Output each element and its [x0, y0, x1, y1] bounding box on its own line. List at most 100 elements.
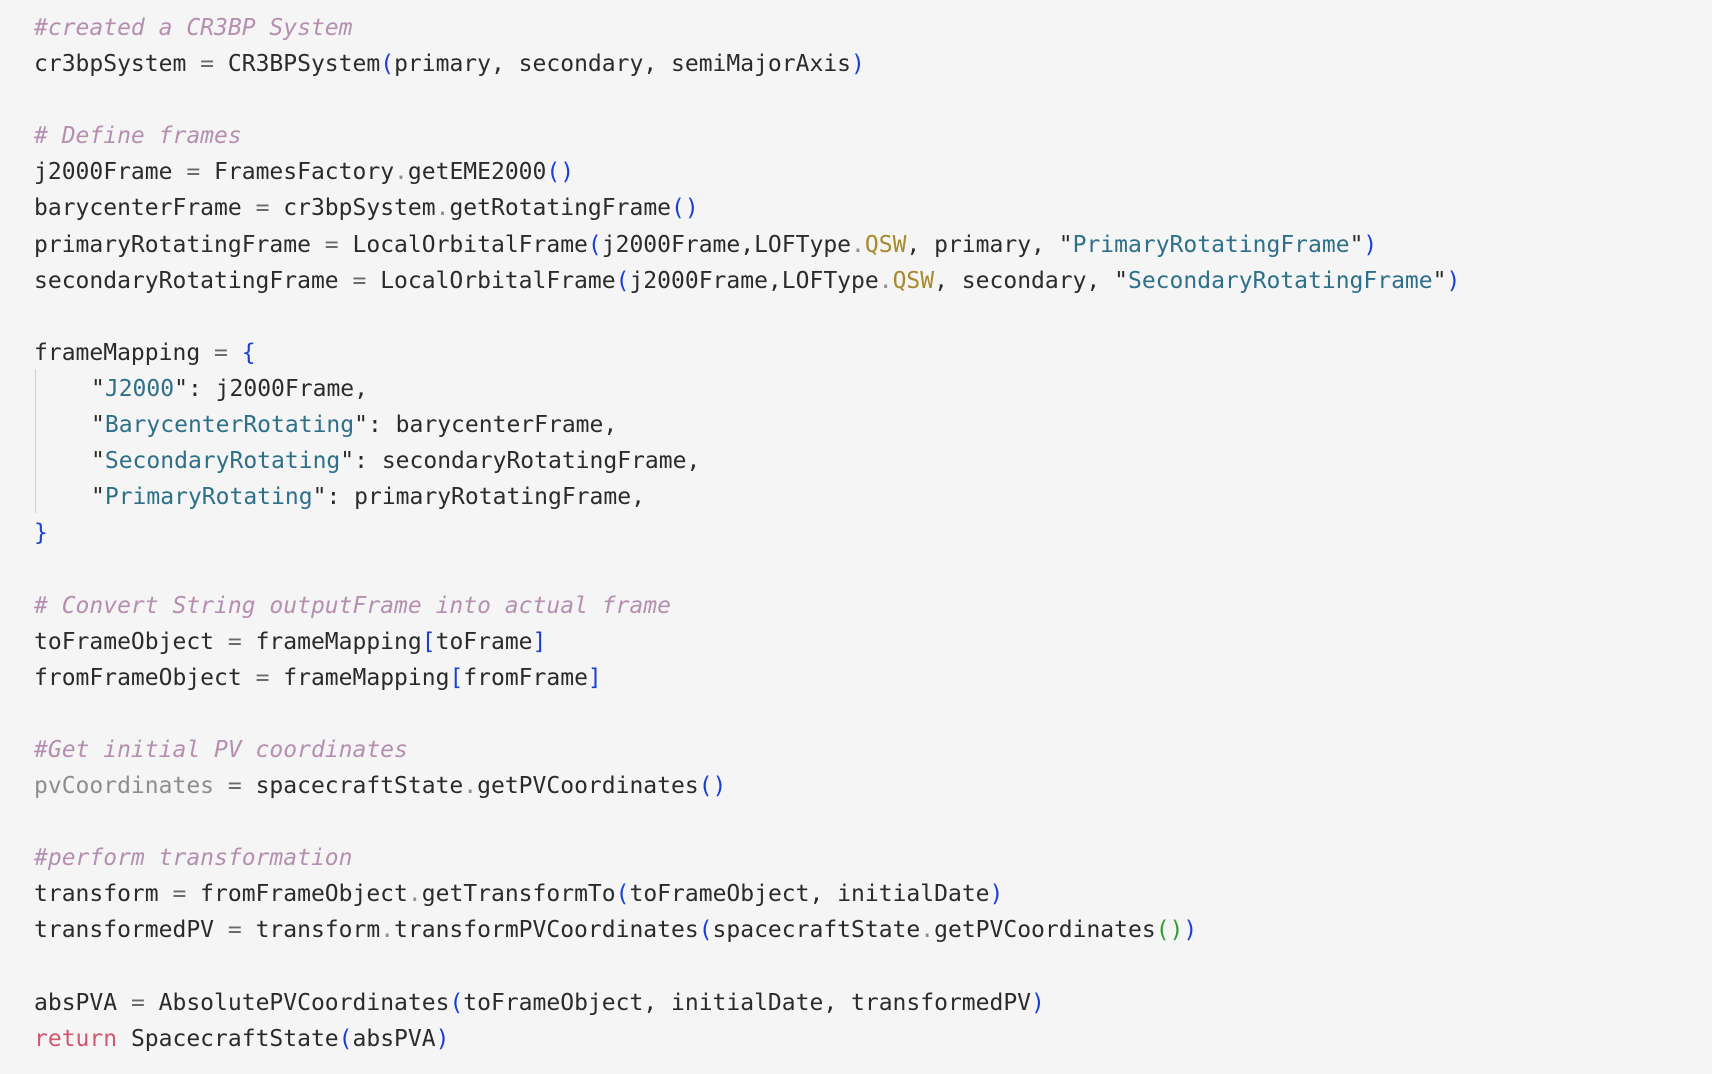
- code-quote: ": [1114, 267, 1128, 294]
- code-string: SecondaryRotating: [104, 448, 341, 475]
- code-operator: =: [241, 664, 284, 691]
- code-identifier: spacecraftState: [712, 917, 921, 944]
- code-arguments: toFrameObject, initialDate, transformedP…: [463, 989, 1032, 1016]
- code-identifier: barycenterFrame: [34, 195, 242, 222]
- code-line: pvCoordinates = spacecraftState.getPVCoo…: [34, 768, 1712, 804]
- code-line: #Get initial PV coordinates: [34, 732, 1712, 768]
- code-method: transformPVCoordinates: [394, 917, 699, 944]
- code-bracket: [: [449, 664, 464, 691]
- code-dot: .: [394, 159, 408, 186]
- code-identifier: j2000Frame: [34, 159, 173, 186]
- code-paren: (: [615, 267, 630, 294]
- code-dot: .: [851, 231, 865, 258]
- code-method: getRotatingFrame: [449, 195, 672, 222]
- code-bracket: [: [421, 628, 436, 655]
- code-quote: ": [1432, 267, 1447, 294]
- code-method: getTransformTo: [421, 881, 616, 908]
- code-quote: ": [312, 484, 327, 511]
- code-paren: ): [1363, 231, 1378, 258]
- code-paren: ): [1446, 267, 1461, 294]
- code-dict-value: : barycenterFrame,: [367, 412, 618, 439]
- code-operator: =: [158, 881, 201, 908]
- code-comment: #created a CR3BP System: [34, 15, 353, 41]
- code-arguments: , secondary,: [934, 267, 1115, 294]
- code-method: getEME2000: [407, 159, 547, 186]
- code-paren: (): [698, 772, 727, 799]
- code-identifier: cr3bpSystem: [283, 195, 436, 222]
- code-operator: =: [214, 628, 256, 655]
- code-quote: ": [91, 448, 105, 475]
- blank-line: [34, 948, 1712, 984]
- code-line: #perform transformation: [34, 840, 1712, 876]
- code-paren: (: [449, 989, 464, 1016]
- code-quote: ": [91, 375, 105, 402]
- code-arguments: , primary,: [906, 231, 1059, 258]
- code-identifier: LocalOrbitalFrame: [352, 231, 588, 258]
- code-keyword: return: [34, 1025, 118, 1052]
- code-dot: .: [380, 917, 395, 944]
- code-identifier-unused: pvCoordinates: [34, 772, 215, 799]
- code-quote: ": [354, 412, 368, 439]
- code-line: #created a CR3BP System: [34, 10, 1712, 46]
- code-dot: .: [920, 917, 935, 944]
- code-operator: =: [117, 989, 159, 1016]
- indent-guide: [34, 369, 36, 513]
- code-string: PrimaryRotatingFrame: [1072, 231, 1350, 258]
- code-operator: =: [214, 772, 256, 799]
- code-comment: #Get initial PV coordinates: [34, 736, 408, 763]
- code-identifier: fromFrameObject: [200, 881, 408, 908]
- code-paren: (: [587, 231, 602, 258]
- code-attribute: QSW: [892, 267, 935, 294]
- blank-line: [34, 551, 1712, 587]
- code-operator: =: [241, 195, 284, 222]
- code-paren: (): [671, 195, 699, 222]
- code-paren: ): [851, 51, 865, 78]
- code-quote: ": [1058, 231, 1073, 258]
- code-identifier: fromFrameObject: [34, 664, 242, 691]
- code-line: secondaryRotatingFrame = LocalOrbitalFra…: [34, 263, 1712, 299]
- code-line: cr3bpSystem = CR3BPSystem(primary, secon…: [34, 46, 1712, 82]
- code-paren: (: [338, 1025, 353, 1052]
- code-comment: #perform transformation: [34, 845, 353, 872]
- code-identifier: CR3BPSystem: [227, 51, 381, 78]
- code-line: frameMapping = {: [34, 335, 1712, 371]
- code-comment: # Convert String outputFrame into actual…: [34, 592, 671, 619]
- code-identifier: transform: [34, 881, 159, 908]
- code-identifier: AbsolutePVCoordinates: [158, 989, 450, 1016]
- code-dot: .: [435, 195, 450, 222]
- code-identifier: cr3bpSystem: [34, 51, 187, 78]
- code-line: # Define frames: [34, 118, 1712, 154]
- code-paren: ): [1031, 989, 1045, 1016]
- code-paren: ): [435, 1025, 450, 1052]
- code-paren: (): [546, 159, 575, 186]
- code-identifier: SpacecraftState: [117, 1025, 339, 1052]
- code-line: # Convert String outputFrame into actual…: [34, 588, 1712, 624]
- code-arguments: j2000Frame,LOFType: [629, 267, 879, 294]
- blank-line: [34, 696, 1712, 732]
- code-arguments: j2000Frame,LOFType: [601, 231, 852, 258]
- code-paren: (: [698, 917, 713, 944]
- dict-entry: "PrimaryRotating": primaryRotatingFrame,: [34, 479, 1712, 515]
- code-quote: ": [340, 448, 355, 475]
- code-operator: =: [186, 51, 228, 78]
- code-identifier: secondaryRotatingFrame: [34, 267, 339, 294]
- code-dict-value: : secondaryRotatingFrame,: [354, 448, 701, 475]
- code-line: transformedPV = transform.transformPVCoo…: [34, 912, 1712, 948]
- dict-entry: "BarycenterRotating": barycenterFrame,: [34, 407, 1712, 443]
- blank-line: [34, 299, 1712, 335]
- code-quote: ": [91, 484, 105, 511]
- dict-entry: "SecondaryRotating": secondaryRotatingFr…: [34, 443, 1712, 479]
- code-identifier: LocalOrbitalFrame: [380, 267, 616, 294]
- code-paren: ): [1183, 917, 1198, 944]
- code-identifier: frameMapping: [255, 628, 422, 655]
- code-string: J2000: [104, 375, 175, 402]
- code-attribute: QSW: [864, 231, 907, 258]
- code-quote: ": [174, 375, 188, 402]
- code-paren: (: [380, 51, 395, 78]
- code-dot: .: [407, 881, 422, 908]
- code-comment: # Define frames: [34, 123, 242, 150]
- code-identifier: frameMapping: [34, 339, 201, 366]
- code-string: PrimaryRotating: [104, 484, 313, 511]
- code-brace: }: [34, 520, 48, 547]
